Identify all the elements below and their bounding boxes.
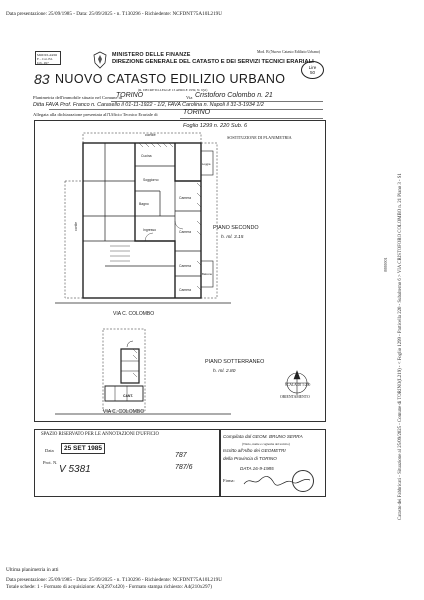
room-label: Camera [179,264,191,268]
info-line-3 [180,118,323,119]
model-box: MODULARIO F. - Cat. Ed. Urb. 497 [35,51,61,65]
cantina-label: CANT. [123,394,133,398]
street-label-lower: VIA C. COLOMBO [103,409,145,415]
floor-height-sotterraneo: h. ml. 2.80 [213,369,236,374]
prot-label: Prot. N. [43,460,58,465]
plan-label: Planimetria dell'immobile situato nel Co… [33,95,123,100]
compass-icon [285,370,309,395]
via-handwritten: Cristoforo Colombo n. 21 [195,92,273,99]
room-label: Cucina [141,154,152,158]
side-stamp: 0000001 [383,257,388,272]
compilata-text: Compilata dal GEOM. BRUNO SERRA [223,434,303,439]
handwritten-number-2: 787/6 [175,464,193,471]
ditta-handwritten: Ditta FAVA Prof. Franco n. Carasello il … [33,102,264,108]
info-line-2 [49,109,323,110]
upper-floor-plan [55,132,231,304]
room-label: Soggiorno [143,178,159,182]
room-label: Camera [179,230,191,234]
cortile-label: cortile [145,132,156,137]
floor-plan-drawing: Cucina Camera Camera Camera Bagno Ingres… [55,132,309,415]
technician-seal [292,470,314,492]
document-form: MODULARIO F. - Cat. Ed. Urb. 497 Mod. B … [33,43,335,525]
form-title: NUOVO CATASTO EDILIZIO URBANO [55,72,286,86]
floor-label-secondo: PIANO SECONDO [213,225,259,231]
firma-label: Firma: [223,478,235,483]
floor-height-secondo: h. ml. 3.15 [221,235,244,240]
room-label: Camera [179,196,191,200]
room-label: Ingresso [143,228,156,232]
via-label: Via [186,95,193,100]
allegata-label: Allegata alla dichiarazione presentata a… [33,112,158,117]
foglio-label: Foglio 1299 n. 220 Sub. 6 [183,123,248,129]
room-label: Loggia [202,162,211,166]
allegata-handwritten: TORINO [183,109,211,116]
orientation-label: ORIENTAMENTO [280,395,310,399]
iscritto-text: Iscritto all'Albo dei GEOMETRI [223,448,286,453]
direction-name: DIREZIONE GENERALE DEL CATASTO E DEI SER… [112,59,314,65]
drawing-frame [34,120,326,422]
titolo-text: (Titolo, nome e cognome del tecnico) [242,442,290,446]
price-stamp: Lire 50 [301,61,324,79]
annotations-title: SPAZIO RISERVATO PER LE ANNOTAZIONI D'UF… [41,432,159,437]
prot-handwritten: V 5381 [59,464,91,475]
handwritten-number-1: 787 [175,452,187,459]
model-box-text: MODULARIO F. - Cat. Ed. Urb. 497 [37,53,58,65]
model-code: Mod. B (Nuovo Catasto Edilizio Urbano) [257,50,321,54]
info-line-1 [111,101,323,102]
floor-label-sotterraneo: PIANO SOTTERRANEO [205,359,265,365]
sostituzione-label: SOSTITUZIONE DI PLANIMETRIA [227,135,292,140]
viewer-footer-1: Ultima planimetria in atti [6,567,59,573]
viewer-footer-3: Totale schede: 1 - Formato di acquisizio… [6,584,212,590]
room-label: Camera [179,288,191,292]
comune-handwritten: TORINO [116,92,144,99]
data-handwritten: DATA 16-9-1985 [240,466,274,471]
viewer-footer-2: Data presentazione: 25/09/1985 - Data: 2… [6,577,223,583]
lower-floor-plan [55,328,231,415]
provincia-text: della Provincia di TORINO [223,456,277,461]
room-label: Balcone [202,272,213,276]
sheet-number: 83 [34,71,50,87]
ministry-name: MINISTERO DELLE FINANZE [112,52,191,58]
room-label: Bagno [139,202,149,206]
law-reference: (R. DECRETO-LEGGE 13 APRILE 1939, N. 652… [138,88,208,92]
emblem-icon [93,51,107,69]
scale-label: SCALA DI 1:200 [285,383,311,387]
technician-box: Compilata dal GEOM. BRUNO SERRA (Titolo,… [219,429,326,497]
cortile-side-label: cortile [74,222,78,231]
data-label: Data [45,448,54,453]
office-annotations-box: SPAZIO RISERVATO PER LE ANNOTAZIONI D'UF… [34,429,221,497]
viewer-side-text: Catasto dei Fabbricati - Situazione al 2… [398,173,403,520]
price-text: Lire 50 [308,65,317,75]
viewer-header: Data presentazione: 25/09/1985 - Data: 2… [6,11,223,17]
upper-room-labels: Cucina Camera Camera Camera Bagno Ingres… [139,154,213,292]
date-stamp: 25 SET 1985 [61,443,105,454]
street-label-upper: VIA C. COLOMBO [113,311,155,317]
